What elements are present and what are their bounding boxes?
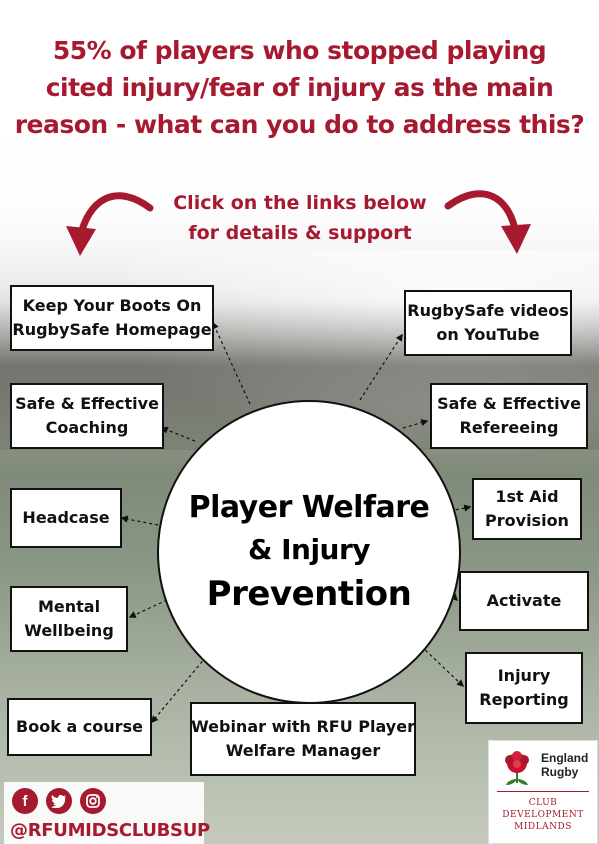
link-activate[interactable]: Activate <box>459 571 589 631</box>
brand-line-2: Rugby <box>541 765 579 779</box>
link-mental-line-1: Mental <box>37 597 101 616</box>
center-line-3: Prevention <box>206 574 412 614</box>
link-coaching-line-2: Coaching <box>45 418 129 437</box>
link-activate-line-1: Activate <box>486 591 562 610</box>
link-injury-line-1: Injury <box>497 666 551 685</box>
curved-arrow-left-head-icon <box>66 226 96 256</box>
headline: 55% of players who stopped playing cited… <box>0 32 599 143</box>
england-rugby-wordmark: England Rugby <box>541 751 588 779</box>
link-injury-line-2: Reporting <box>479 690 569 709</box>
instagram-camera-icon <box>86 794 100 808</box>
headline-line-2: cited injury/fear of injury as the main <box>45 73 554 102</box>
link-safe-refereeing[interactable]: Safe & Effective Refereeing <box>430 383 588 449</box>
subhead-line-1: Click on the links below <box>173 192 427 214</box>
twitter-bird-icon <box>51 794 66 808</box>
link-youtube-line-1: RugbySafe videos <box>407 301 569 320</box>
subhead-line-2: for details & support <box>188 222 412 244</box>
center-line-1: Player Welfare <box>188 490 430 525</box>
connector-firstaid <box>443 504 472 513</box>
headline-line-1: 55% of players who stopped playing <box>52 36 547 65</box>
link-refereeing-line-1: Safe & Effective <box>437 394 581 413</box>
link-mental-wellbeing[interactable]: Mental Wellbeing <box>10 586 128 652</box>
org-line-1: CLUB <box>528 798 558 808</box>
england-rugby-badge: England Rugby CLUB DEVELOPMENT MIDLANDS <box>488 740 598 844</box>
connector-refereeing <box>402 419 429 429</box>
connector-youtube <box>359 333 403 401</box>
link-safe-coaching[interactable]: Safe & Effective Coaching <box>10 383 164 449</box>
center-circle: Player Welfare & Injury Prevention <box>157 400 461 704</box>
link-injury-reporting[interactable]: Injury Reporting <box>465 652 583 724</box>
link-book-course[interactable]: Book a course <box>7 698 152 756</box>
subhead: Click on the links below for details & s… <box>150 188 450 248</box>
red-rose-icon <box>505 751 529 785</box>
connector-boots <box>212 321 251 405</box>
link-youtube-videos[interactable]: RugbySafe videos on YouTube <box>404 290 572 356</box>
link-youtube-line-2: on YouTube <box>436 325 540 344</box>
link-webinar-line-2: Welfare Manager <box>225 741 381 760</box>
connector-headcase <box>120 515 159 526</box>
brand-line-1: England <box>541 751 589 765</box>
link-boots-line-1: Keep Your Boots On <box>22 296 202 315</box>
org-line-3: MIDLANDS <box>514 822 572 832</box>
facebook-icon[interactable]: f <box>12 788 38 814</box>
link-webinar[interactable]: Webinar with RFU Player Welfare Manager <box>190 702 416 776</box>
link-firstaid-line-2: Provision <box>485 511 569 530</box>
link-firstaid-line-1: 1st Aid <box>495 487 559 506</box>
center-line-2: & Injury <box>247 533 371 566</box>
link-first-aid[interactable]: 1st Aid Provision <box>472 478 582 540</box>
link-boots-line-2: RugbySafe Homepage <box>12 320 212 339</box>
link-headcase-line-1: Headcase <box>22 508 110 527</box>
headline-line-3: reason - what can you do to address this… <box>14 110 585 139</box>
link-boots-on[interactable]: Keep Your Boots On RugbySafe Homepage <box>10 285 214 351</box>
club-development-label: CLUB DEVELOPMENT MIDLANDS <box>489 797 597 833</box>
social-handle: @RFUMIDSCLUBSUP <box>10 820 210 841</box>
curved-arrow-right-head-icon <box>501 224 531 254</box>
curved-arrow-left-icon <box>76 192 154 242</box>
link-course-line-1: Book a course <box>16 717 143 736</box>
connector-injury <box>420 645 465 687</box>
link-headcase[interactable]: Headcase <box>10 488 122 548</box>
link-mental-line-2: Wellbeing <box>24 621 114 640</box>
connector-coaching <box>160 426 196 442</box>
org-line-2: DEVELOPMENT <box>502 810 584 820</box>
link-webinar-line-1: Webinar with RFU Player <box>191 717 415 736</box>
badge-divider <box>497 791 589 792</box>
connector-mental <box>128 599 168 618</box>
social-panel: f @RFUMIDSCLUBSUP <box>4 782 210 844</box>
link-refereeing-line-2: Refereeing <box>459 418 559 437</box>
link-coaching-line-1: Safe & Effective <box>15 394 159 413</box>
curved-arrow-right-icon <box>444 190 520 238</box>
social-icons: f <box>12 788 106 814</box>
twitter-icon[interactable] <box>46 788 72 814</box>
instagram-icon[interactable] <box>80 788 106 814</box>
